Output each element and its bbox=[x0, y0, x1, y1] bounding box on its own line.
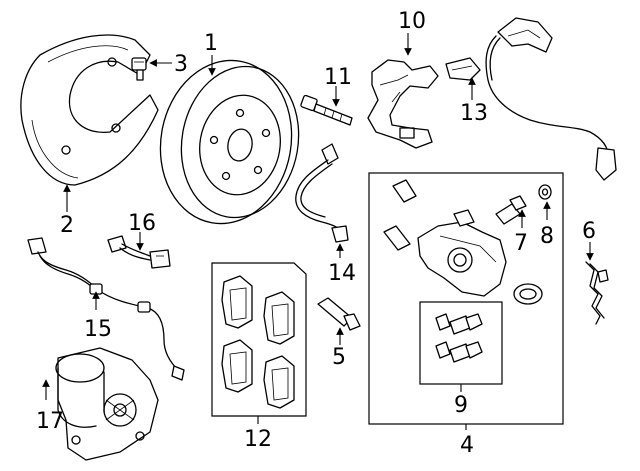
callout-12: 12 bbox=[244, 427, 272, 452]
caliper-part bbox=[383, 179, 543, 305]
dust-shield-part bbox=[20, 34, 159, 186]
callout-11: 11 bbox=[324, 65, 352, 90]
parking-brake-motor-part bbox=[55, 347, 159, 461]
brake-pads-box bbox=[211, 262, 307, 417]
brake-pads-part bbox=[221, 275, 295, 409]
wheel-speed-sensor-part bbox=[445, 17, 617, 181]
callout-6: 6 bbox=[582, 219, 596, 244]
callout-2: 2 bbox=[60, 213, 74, 238]
brake-hose-part bbox=[295, 143, 349, 243]
brake-rotor-part bbox=[159, 59, 300, 225]
callout-16: 16 bbox=[128, 211, 156, 236]
callout-1: 1 bbox=[204, 31, 218, 56]
callout-17: 17 bbox=[36, 409, 64, 434]
guide-pin-kit-part bbox=[435, 313, 483, 363]
wiring-harness-part bbox=[107, 235, 171, 269]
guide-pin-kit-box bbox=[419, 301, 503, 385]
callout-14: 14 bbox=[328, 261, 356, 286]
bleeder-cap-part bbox=[538, 184, 552, 200]
callout-3: 3 bbox=[174, 52, 188, 77]
callout-15: 15 bbox=[84, 317, 112, 342]
callout-7: 7 bbox=[514, 231, 528, 256]
callout-13: 13 bbox=[460, 101, 488, 126]
bracket-bolt-part bbox=[300, 94, 353, 126]
callout-8: 8 bbox=[540, 224, 554, 249]
callout-10: 10 bbox=[398, 9, 426, 34]
guide-pin-part bbox=[317, 297, 361, 331]
caliper-bracket-part bbox=[367, 59, 439, 149]
callout-5: 5 bbox=[332, 345, 346, 370]
callout-4: 4 bbox=[460, 433, 474, 458]
callout-9: 9 bbox=[454, 393, 468, 418]
anti-rattle-clip-part bbox=[585, 261, 609, 325]
wear-sensor-cable-part bbox=[27, 237, 185, 381]
shield-bolt-part bbox=[131, 57, 147, 81]
